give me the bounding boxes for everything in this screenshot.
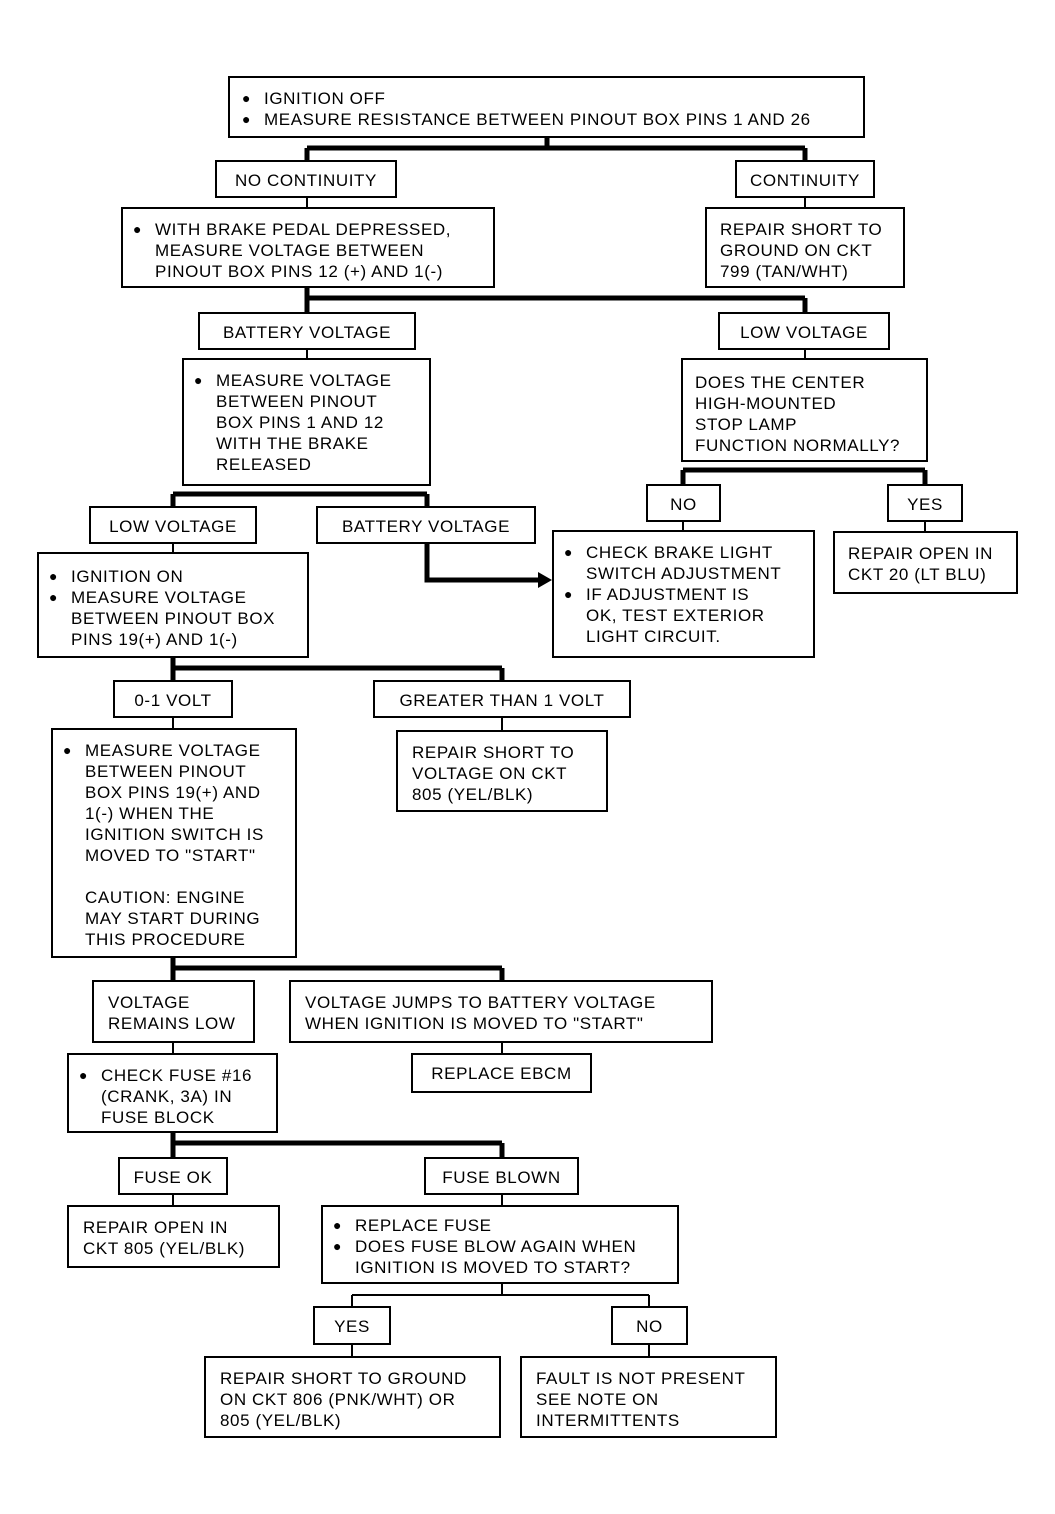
- measure-start-box: ● MEASURE VOLTAGE BETWEEN PINOUT BOX PINS…: [51, 728, 297, 958]
- replace-fuse-step-1: REPLACE FUSE: [355, 1216, 492, 1235]
- check-brake-switch-step-1: CHECK BRAKE LIGHT SWITCH ADJUSTMENT: [586, 543, 782, 583]
- battery-voltage-label-1: BATTERY VOLTAGE: [198, 312, 416, 350]
- brake-released-box: ● MEASURE VOLTAGE BETWEEN PINOUT BOX PINS…: [182, 358, 431, 486]
- arrowhead-icon: [538, 572, 552, 588]
- measure-start-text: MEASURE VOLTAGE BETWEEN PINOUT BOX PINS …: [85, 741, 264, 865]
- bullet-icon: ●: [333, 1217, 343, 1233]
- check-brake-switch-step-2: IF ADJUSTMENT IS OK, TEST EXTERIOR LIGHT…: [586, 585, 765, 646]
- repair-short-806-box: REPAIR SHORT TO GROUND ON CKT 806 (PNK/W…: [204, 1356, 501, 1438]
- voltage-jumps-box: VOLTAGE JUMPS TO BATTERY VOLTAGE WHEN IG…: [289, 980, 713, 1043]
- greater-one-volt-label: GREATER THAN 1 VOLT: [373, 680, 631, 718]
- bullet-icon: ●: [63, 742, 73, 758]
- battery-voltage-label-2: BATTERY VOLTAGE: [316, 506, 536, 544]
- no-continuity-label: NO CONTINUITY: [215, 160, 397, 198]
- yes-label-1: YES: [887, 484, 963, 522]
- check-fuse-box: ● CHECK FUSE #16 (CRANK, 3A) IN FUSE BLOC…: [67, 1053, 278, 1133]
- brake-depressed-box: ● WITH BRAKE PEDAL DEPRESSED, MEASURE VOL…: [121, 207, 495, 288]
- replace-fuse-box: ● REPLACE FUSE ● DOES FUSE BLOW AGAIN WHEN…: [321, 1205, 679, 1284]
- zero-one-volt-label: 0-1 VOLT: [113, 680, 233, 718]
- no-label-1: NO: [646, 484, 721, 522]
- check-brake-switch-box: ● CHECK BRAKE LIGHT SWITCH ADJUSTMENT ● IF…: [552, 530, 815, 658]
- chmsl-question-box: DOES THE CENTER HIGH-MOUNTED STOP LAMP F…: [681, 358, 928, 462]
- repair-open-20-box: REPAIR OPEN IN CKT 20 (LT BLU): [833, 531, 1018, 594]
- bullet-icon: ●: [49, 568, 59, 584]
- bullet-icon: ●: [79, 1067, 89, 1083]
- repair-open-805-box: REPAIR OPEN IN CKT 805 (YEL/BLK): [67, 1205, 280, 1268]
- replace-ebcm-box: REPLACE EBCM: [411, 1053, 592, 1093]
- repair-short-805-box: REPAIR SHORT TO VOLTAGE ON CKT 805 (YEL/…: [396, 730, 608, 812]
- yes-label-2: YES: [313, 1306, 391, 1345]
- start-step-2: MEASURE RESISTANCE BETWEEN PINOUT BOX PI…: [264, 110, 811, 129]
- start-box: ● IGNITION OFF ● MEASURE RESISTANCE BETWEE…: [228, 76, 865, 138]
- voltage-remains-low-box: VOLTAGE REMAINS LOW: [92, 980, 255, 1043]
- repair-short-799-box: REPAIR SHORT TO GROUND ON CKT 799 (TAN/W…: [705, 207, 905, 288]
- fuse-blown-label: FUSE BLOWN: [424, 1157, 579, 1195]
- bullet-icon: ●: [242, 90, 252, 106]
- continuity-label: CONTINUITY: [735, 160, 875, 198]
- ignition-on-step-2: MEASURE VOLTAGE BETWEEN PINOUT BOX PINS …: [71, 588, 276, 649]
- ignition-on-step-1: IGNITION ON: [71, 567, 184, 586]
- check-fuse-text: CHECK FUSE #16 (CRANK, 3A) IN FUSE BLOCK: [101, 1066, 253, 1127]
- brake-released-text: MEASURE VOLTAGE BETWEEN PINOUT BOX PINS …: [216, 371, 392, 474]
- bullet-icon: ●: [133, 221, 143, 237]
- brake-depressed-text: WITH BRAKE PEDAL DEPRESSED, MEASURE VOLT…: [155, 220, 452, 281]
- caution-text: CAUTION: ENGINE MAY START DURING THIS PR…: [85, 888, 261, 949]
- low-voltage-label-1: LOW VOLTAGE: [718, 312, 890, 350]
- bullet-icon: ●: [242, 111, 252, 127]
- bullet-icon: ●: [564, 544, 574, 560]
- replace-fuse-step-2: DOES FUSE BLOW AGAIN WHEN IGNITION IS MO…: [355, 1237, 637, 1277]
- bullet-icon: ●: [49, 589, 59, 605]
- low-voltage-label-2: LOW VOLTAGE: [89, 506, 257, 544]
- ignition-on-box: ● IGNITION ON ● MEASURE VOLTAGE BETWEEN PI…: [37, 552, 309, 658]
- bullet-icon: ●: [333, 1238, 343, 1254]
- bullet-icon: ●: [194, 372, 204, 388]
- start-step-1: IGNITION OFF: [264, 89, 386, 108]
- fault-not-present-box: FAULT IS NOT PRESENT SEE NOTE ON INTERMI…: [520, 1356, 777, 1438]
- no-label-2: NO: [611, 1306, 688, 1345]
- fuse-ok-label: FUSE OK: [118, 1157, 228, 1195]
- bullet-icon: ●: [564, 586, 574, 602]
